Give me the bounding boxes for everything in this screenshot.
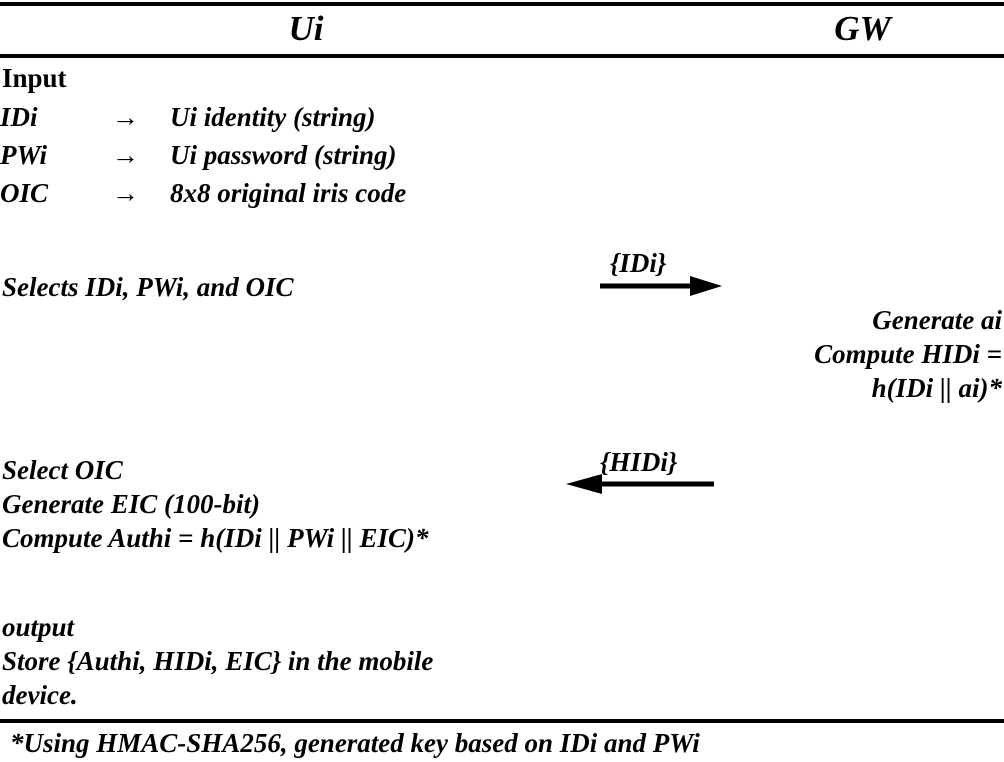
message-arrow-right-icon [600, 276, 722, 296]
gw-step-line: Generate ai [872, 305, 1002, 335]
ui-output-block: output Store {Authi, HIDi, EIC} in the m… [2, 610, 433, 712]
ui-step-block-2: Select OIC Generate EIC (100-bit) Comput… [2, 453, 429, 555]
gw-step-line: h(IDi || ai)* [871, 373, 1002, 403]
footer-border-rule [0, 719, 1004, 723]
table-row: PWi → Ui password (string) [0, 136, 406, 174]
header-border-rule [0, 54, 1004, 58]
input-description: Ui identity (string) [170, 102, 376, 132]
output-section-heading: output [2, 612, 75, 642]
message-label-idi: {IDi} [610, 248, 667, 278]
input-symbol: IDi [0, 102, 38, 132]
right-arrow-icon: → [112, 102, 139, 132]
output-line: Store {Authi, HIDi, EIC} in the mobile [2, 646, 434, 676]
right-arrow-icon: → [112, 178, 139, 208]
footnote-text: *Using HMAC-SHA256, generated key based … [10, 728, 700, 758]
top-border-rule [0, 2, 1004, 6]
ui-step-selects: Selects IDi, PWi, and OIC [2, 272, 294, 302]
column-header-ui: Ui [288, 9, 324, 48]
input-description: Ui password (string) [170, 140, 397, 170]
column-header-gw: GW [834, 9, 891, 48]
message-arrow-left-icon [566, 474, 714, 494]
ui-step-line: Select OIC [2, 455, 123, 485]
input-description: 8x8 original iris code [170, 178, 407, 208]
ui-step-line: Compute Authi = h(IDi || PWi || EIC)* [2, 523, 429, 553]
table-row: OIC → 8x8 original iris code [0, 174, 406, 212]
input-symbol: PWi [0, 140, 47, 170]
right-arrow-icon: → [112, 140, 139, 170]
input-symbol: OIC [0, 178, 49, 208]
ui-step-line: Generate EIC (100-bit) [2, 489, 260, 519]
table-row: IDi → Ui identity (string) [0, 98, 406, 136]
input-section-heading: Input [2, 63, 67, 93]
input-parameter-table: IDi → Ui identity (string) PWi → Ui pass… [0, 98, 406, 212]
gw-step-block: Generate ai Compute HIDi = h(IDi || ai)* [814, 303, 1002, 405]
output-line: device. [2, 680, 78, 710]
message-label-hidi: {HIDi} [600, 447, 678, 477]
gw-step-line: Compute HIDi = [814, 339, 1002, 369]
